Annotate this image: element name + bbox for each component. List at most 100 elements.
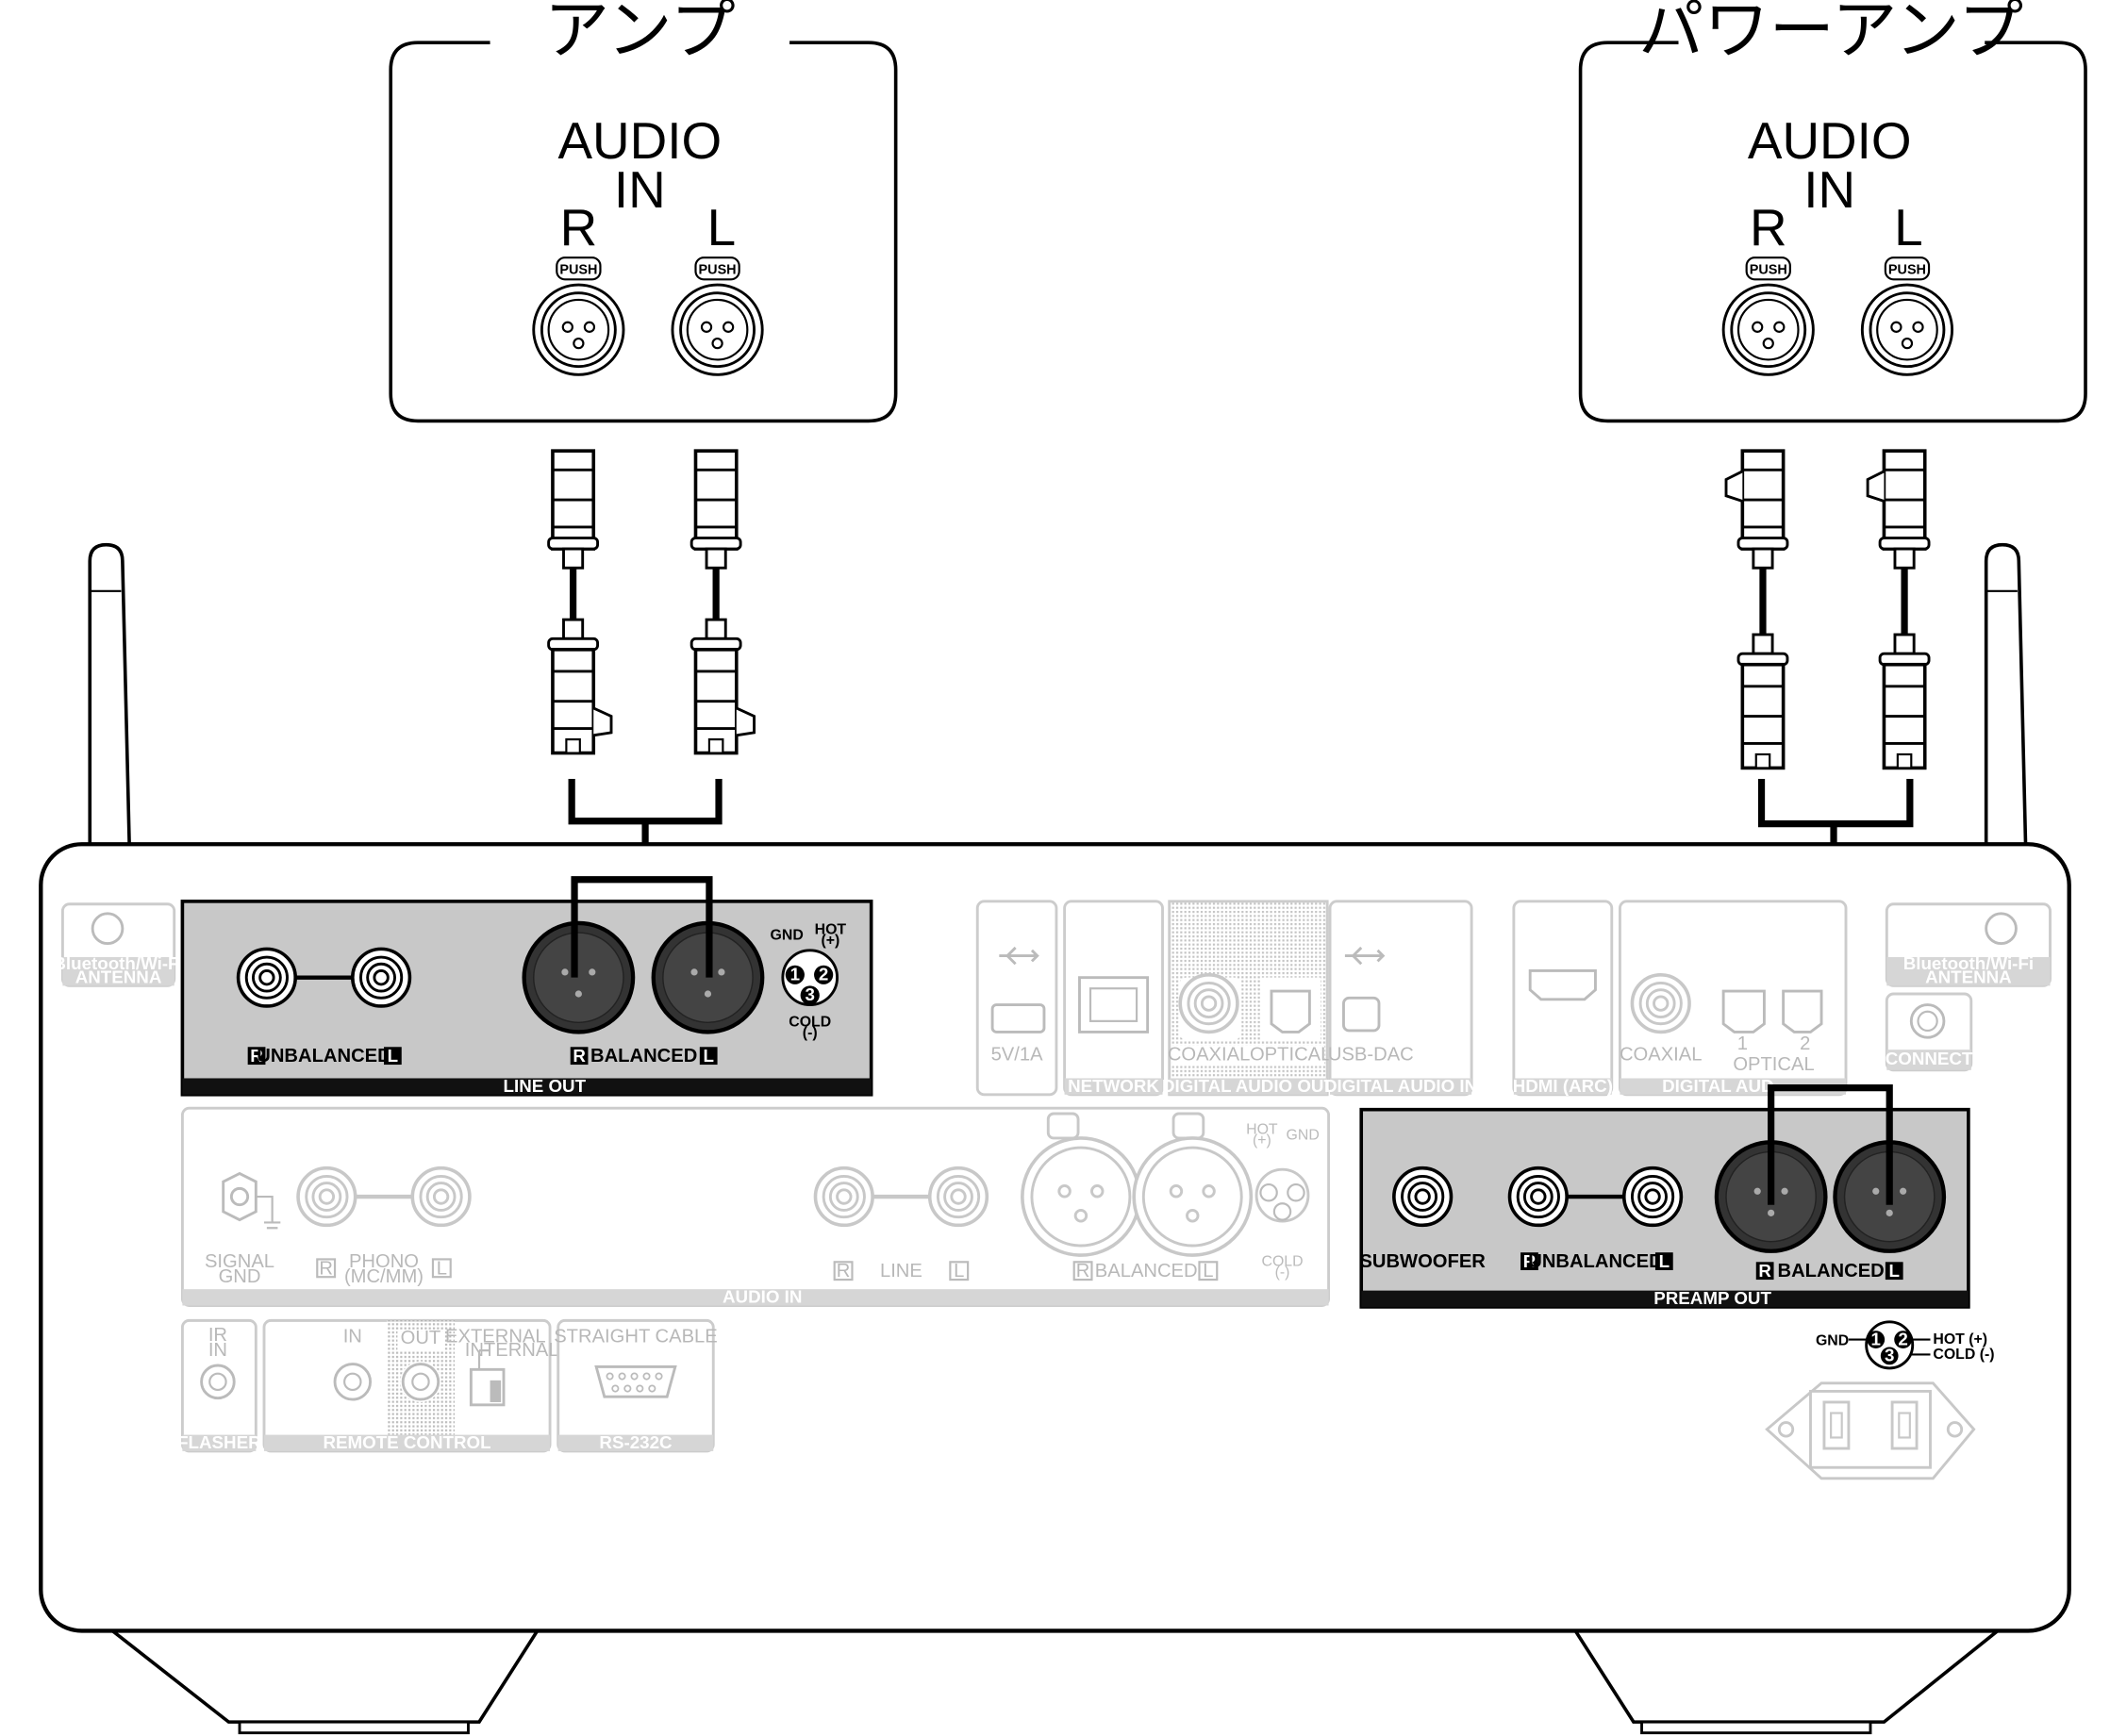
power-amp-l-label: L xyxy=(1894,198,1923,256)
antenna-left-label-2: ANTENNA xyxy=(75,967,162,986)
antenna-terminal-left[interactable]: Bluetooth/Wi-Fi ANTENNA xyxy=(53,902,184,987)
power-amp-box: パワーアンプ AUDIO IN R L PUSH PUSH xyxy=(1578,0,2087,423)
usb-dac-port[interactable]: USB-DAC DIGITAL AUDIO IN xyxy=(1324,900,1477,1097)
ir-label: IR xyxy=(208,1325,227,1346)
usb-power-label: 5V/1A xyxy=(991,1045,1044,1066)
preamp-unbalanced-l-jack[interactable] xyxy=(1621,1166,1684,1228)
amp-l-label: L xyxy=(707,198,737,256)
coaxial-in-label: COAXIAL xyxy=(1620,1045,1703,1066)
line-out-l-badge: L xyxy=(388,1046,398,1066)
preamp-unbalanced-r-jack[interactable] xyxy=(1507,1166,1569,1228)
preamp-unbalanced-label: UNBALANCED xyxy=(1528,1251,1662,1272)
network-port[interactable]: NETWORK xyxy=(1063,900,1164,1097)
line-out-cable-overlay xyxy=(571,876,713,978)
amp-in-label: IN xyxy=(614,160,666,219)
signal-gnd-terminal[interactable] xyxy=(222,1171,281,1230)
balanced-in-r-jack[interactable] xyxy=(1021,1112,1141,1257)
line-out-pin-diagram: 1 2 3 GND HOT (+) COLD (-) xyxy=(771,921,847,1041)
line-in-label: LINE xyxy=(880,1261,922,1281)
line-out-unbalanced-r-jack[interactable] xyxy=(236,947,297,1008)
legend-pin-3: 3 xyxy=(1885,1346,1894,1365)
audio-in-panel: AUDIO IN SIGNAL GND R PHONO (MC/MM) L R … xyxy=(180,1106,1331,1307)
rc-out-label: OUT xyxy=(401,1328,441,1348)
power-amp-input-l[interactable]: PUSH xyxy=(1860,256,1954,376)
digital-audio-in-2-label: DIGITAL AUD xyxy=(1662,1076,1773,1096)
power-amp-r-label: R xyxy=(1750,198,1787,256)
antenna-terminal-right[interactable]: Bluetooth/Wi-Fi ANTENNA xyxy=(1885,902,2052,987)
preamp-l-badge: L xyxy=(1659,1251,1670,1271)
straight-cable-label: STRAIGHT CABLE xyxy=(554,1326,718,1347)
preamp-cable-overlay xyxy=(1768,1083,1893,1205)
rc-in-jack[interactable] xyxy=(333,1363,373,1401)
line-out-unbalanced-l-jack[interactable] xyxy=(350,947,412,1008)
antenna-right-label-1: Bluetooth/Wi-Fi xyxy=(1903,953,2034,973)
rs232c-port[interactable]: STRAIGHT CABLE RS-232C xyxy=(554,1318,718,1453)
line-in-r-jack[interactable] xyxy=(813,1166,874,1228)
amp-box: アンプ AUDIO IN R L PUSH PUSH xyxy=(389,0,898,423)
coaxial-in-jack[interactable] xyxy=(1630,972,1691,1034)
usb-dac-label: USB-DAC xyxy=(1328,1045,1414,1066)
balanced-in-l-badge: L xyxy=(1203,1261,1213,1281)
audio-in-title: AUDIO IN xyxy=(723,1287,802,1307)
rs232c-label: RS-232C xyxy=(599,1432,673,1452)
optical-in-label: OPTICAL xyxy=(1733,1054,1814,1075)
amp-title: アンプ xyxy=(544,0,736,68)
ac-inlet[interactable] xyxy=(1765,1381,1976,1480)
audio-in-cold-sign: (-) xyxy=(1275,1265,1290,1281)
optical-in-2-jack[interactable] xyxy=(1782,989,1823,1033)
audio-in-hot-label: HOT xyxy=(1246,1122,1278,1138)
legend-cold: COLD (-) xyxy=(1933,1347,1994,1363)
flasher-port[interactable]: IR IN FLASHER xyxy=(177,1318,261,1453)
phono-sub-label: (MC/MM) xyxy=(344,1266,424,1287)
push-label: PUSH xyxy=(1888,263,1926,278)
amp-input-r[interactable]: PUSH xyxy=(532,256,625,376)
flasher-label: FLASHER xyxy=(177,1432,261,1452)
phono-l-jack[interactable] xyxy=(410,1166,472,1228)
pin-hot-sign: (+) xyxy=(821,933,839,949)
power-amp-input-r[interactable]: PUSH xyxy=(1721,256,1815,376)
subwoofer-label: SUBWOOFER xyxy=(1359,1251,1486,1272)
pin-2: 2 xyxy=(819,965,828,984)
digital-audio-in-2: COAXIAL 1 2 OPTICAL DIGITAL AUD xyxy=(1618,900,1848,1097)
line-in-l-jack[interactable] xyxy=(927,1166,989,1228)
optical-1-label: 1 xyxy=(1737,1033,1748,1054)
amp-audio-label: AUDIO xyxy=(557,111,722,170)
usb-port[interactable]: 5V/1A xyxy=(975,900,1058,1097)
power-amp-audio-label: AUDIO xyxy=(1748,111,1912,170)
optical-in-1-jack[interactable] xyxy=(1721,989,1766,1033)
signal-gnd-label: GND xyxy=(219,1266,261,1287)
audio-in-pin-diagram: HOT (+) GND COLD (-) xyxy=(1246,1122,1320,1281)
optical-out-jack[interactable] xyxy=(1270,989,1311,1033)
preamp-out-panel: PREAMP OUT SUBWOOFER R UNBALANCED L R BA… xyxy=(1359,1107,1970,1309)
preamp-r-badge: R xyxy=(1523,1251,1537,1271)
antenna-left-label-1: Bluetooth/Wi-Fi xyxy=(53,953,183,973)
balanced-in-r-badge: R xyxy=(1076,1261,1090,1281)
rc-out-jack[interactable] xyxy=(400,1361,441,1402)
pin-3: 3 xyxy=(806,984,815,1004)
preamp-out-title: PREAMP OUT xyxy=(1653,1288,1771,1308)
subwoofer-jack[interactable] xyxy=(1392,1166,1454,1228)
line-out-r-badge: R xyxy=(250,1046,263,1066)
balanced-in-label: BALANCED xyxy=(1095,1261,1198,1281)
pin-cold-label: COLD xyxy=(789,1015,831,1031)
legend-gnd: GND xyxy=(1816,1332,1849,1348)
phono-r-badge: R xyxy=(319,1258,333,1279)
remote-control-port: IN OUT EXTERNAL INTERNAL REMOTE CONTROL xyxy=(262,1318,559,1453)
connect-button[interactable]: CONNECT xyxy=(1886,992,1973,1072)
balanced-in-l-jack[interactable] xyxy=(1132,1112,1254,1257)
remote-control-label: REMOTE CONTROL xyxy=(323,1432,490,1452)
hdmi-port[interactable]: HDMI (ARC) xyxy=(1512,900,1614,1097)
pin-1: 1 xyxy=(790,965,800,984)
digital-audio-out: COAXIAL OPTICAL DIGITAL AUDIO OUT xyxy=(1162,900,1335,1097)
line-out-balanced-r-jack[interactable] xyxy=(524,923,633,1032)
phono-r-jack[interactable] xyxy=(296,1166,357,1228)
amp-r-label: R xyxy=(560,198,598,256)
amp-input-l[interactable]: PUSH xyxy=(671,256,764,376)
push-label: PUSH xyxy=(1750,263,1787,278)
audio-in-gnd-label: GND xyxy=(1287,1127,1320,1143)
preamp-balanced-l-badge: L xyxy=(1889,1261,1900,1281)
legend-hot: HOT (+) xyxy=(1933,1331,1987,1347)
phono-label: PHONO xyxy=(349,1251,419,1272)
coaxial-out-jack[interactable] xyxy=(1178,972,1239,1034)
external-internal-switch[interactable] xyxy=(469,1367,506,1407)
